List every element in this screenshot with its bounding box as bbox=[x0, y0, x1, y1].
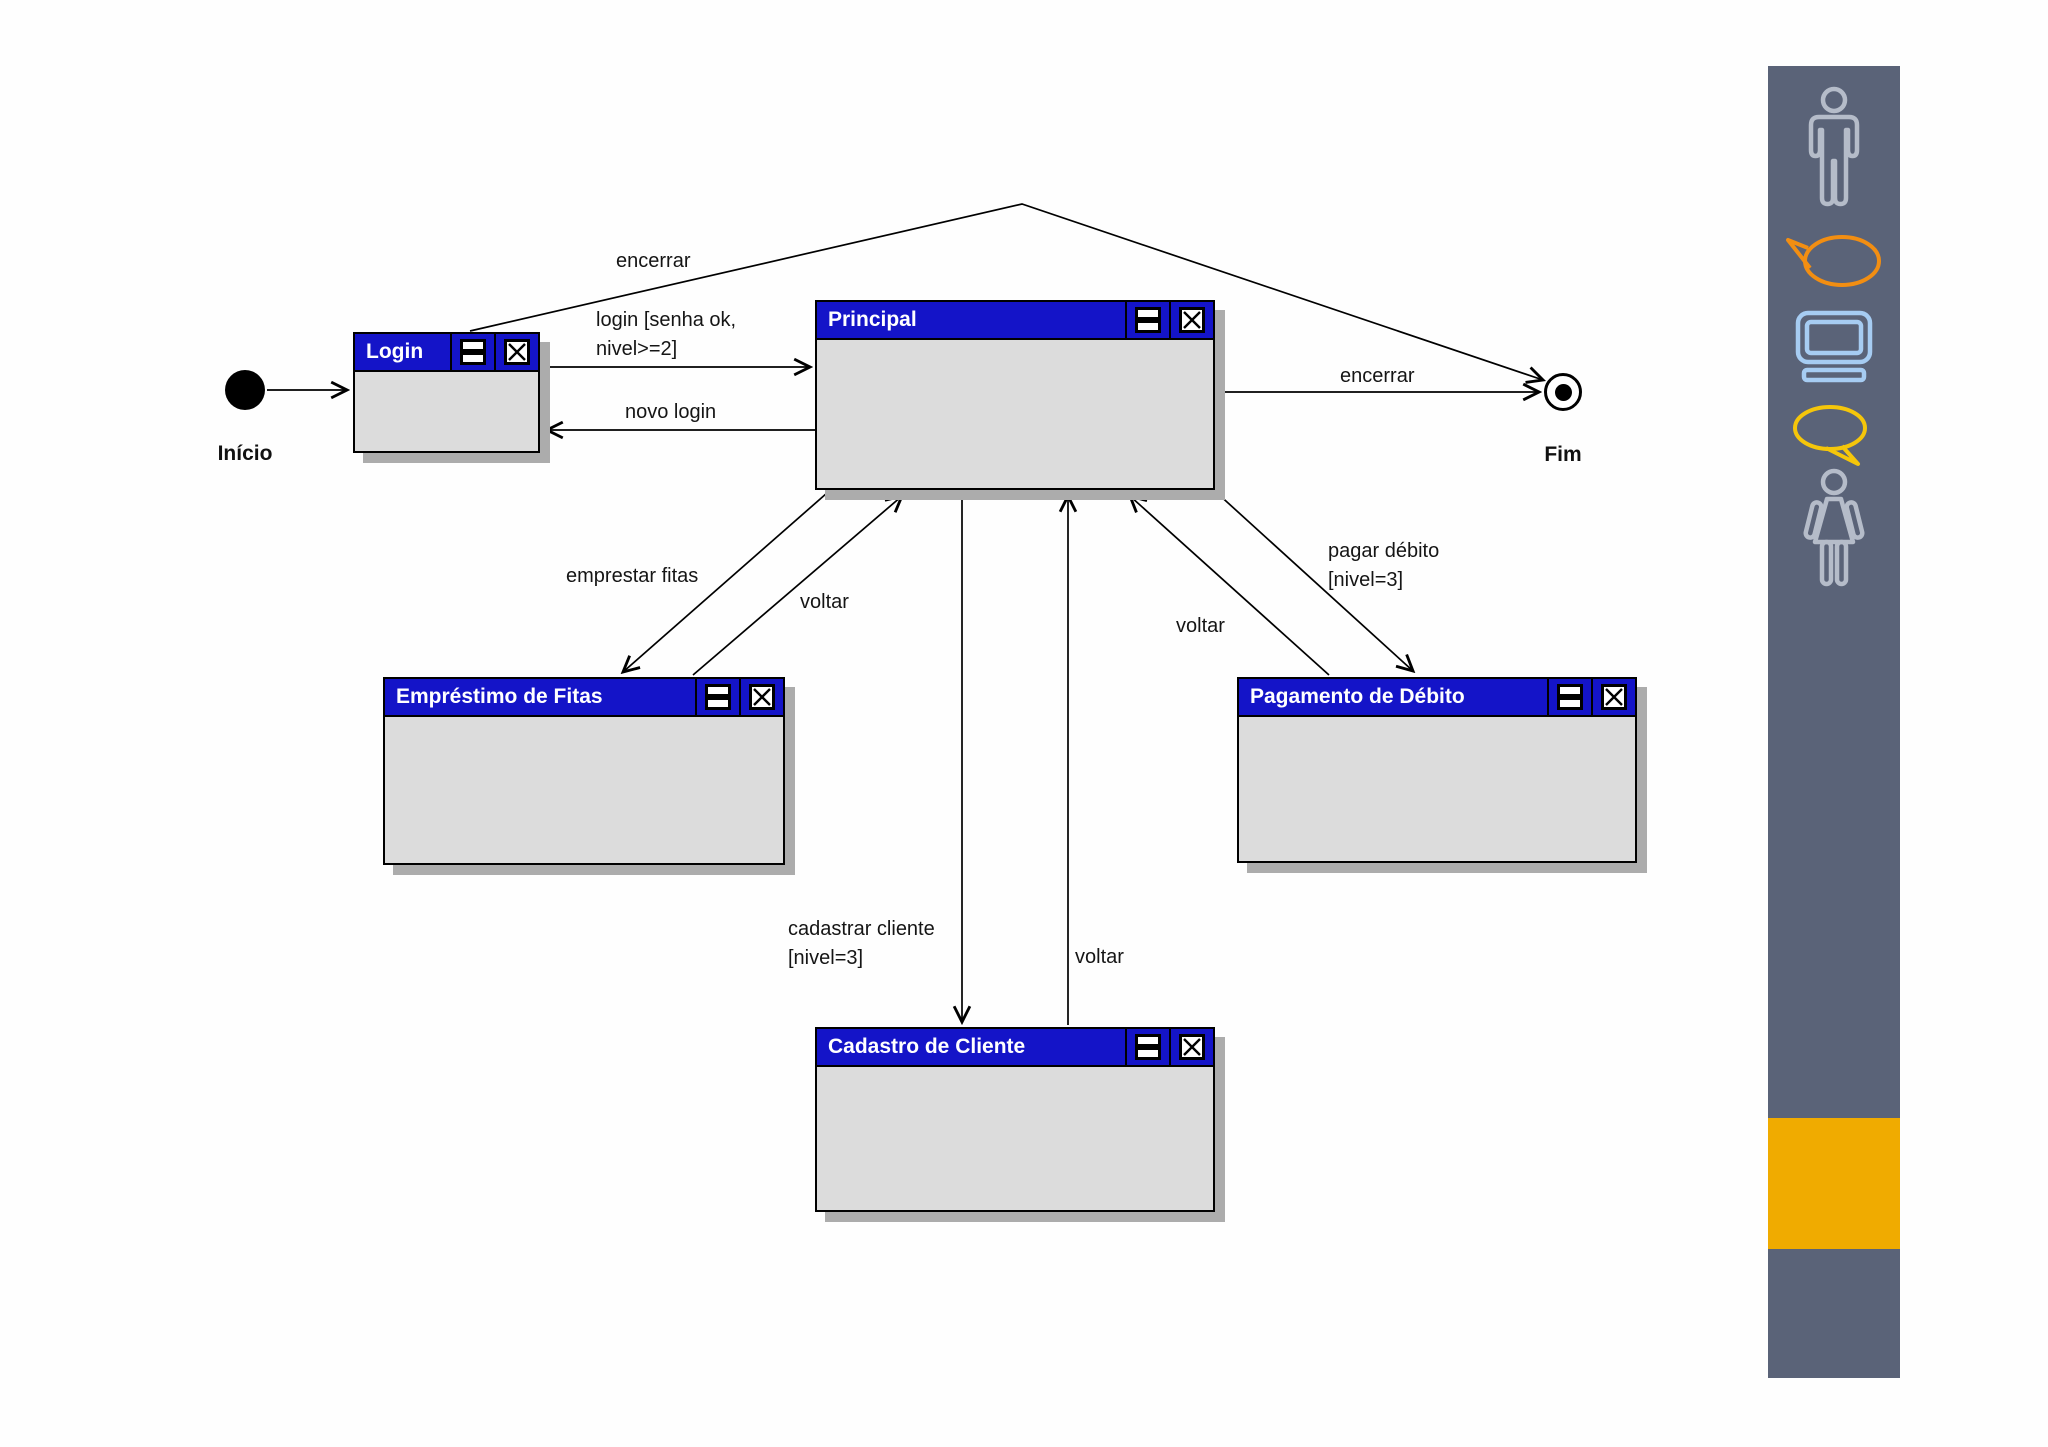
close-button[interactable] bbox=[1169, 1029, 1213, 1065]
resize-button[interactable] bbox=[695, 679, 739, 715]
window-title: Cadastro de Cliente bbox=[828, 1035, 1026, 1058]
window-pagamento-de-debito[interactable]: Pagamento de Débito bbox=[1237, 677, 1637, 863]
close-icon bbox=[1601, 684, 1627, 710]
final-state-label: Fim bbox=[1544, 443, 1582, 466]
resize-button[interactable] bbox=[1547, 679, 1591, 715]
transition-label-encerrar-principal: encerrar bbox=[1340, 365, 1415, 387]
transition-label-voltar-cadastro: voltar bbox=[1075, 946, 1124, 968]
window-title: Empréstimo de Fitas bbox=[396, 685, 603, 708]
window-titlebar[interactable]: Cadastro de Cliente bbox=[817, 1029, 1213, 1067]
close-icon bbox=[1179, 1034, 1205, 1060]
transition-label-novo-login: novo login bbox=[625, 401, 717, 423]
window-title: Pagamento de Débito bbox=[1250, 685, 1465, 708]
resize-icon bbox=[1557, 684, 1583, 710]
man-icon bbox=[1808, 86, 1860, 207]
sidebar-accent-block bbox=[1768, 1118, 1900, 1249]
close-button[interactable] bbox=[739, 679, 783, 715]
close-icon bbox=[504, 339, 530, 365]
initial-state-node[interactable] bbox=[225, 370, 265, 410]
transition-label-emprestar-fitas: emprestar fitas bbox=[566, 565, 699, 587]
window-title: Principal bbox=[828, 308, 917, 331]
resize-button[interactable] bbox=[450, 334, 494, 370]
window-titlebar[interactable]: Empréstimo de Fitas bbox=[385, 679, 783, 717]
initial-state-label: Início bbox=[217, 442, 273, 465]
window-cadastro-de-cliente[interactable]: Cadastro de Cliente bbox=[815, 1027, 1215, 1212]
final-state-node[interactable] bbox=[1544, 373, 1582, 411]
window-title: Login bbox=[366, 340, 424, 363]
close-icon bbox=[749, 684, 775, 710]
sidebar bbox=[1768, 66, 1900, 1378]
close-icon bbox=[1179, 307, 1205, 333]
window-titlebar[interactable]: Principal bbox=[817, 302, 1213, 340]
window-titlebar[interactable]: Pagamento de Débito bbox=[1239, 679, 1635, 717]
resize-icon bbox=[460, 339, 486, 365]
window-titlebar[interactable]: Login bbox=[355, 334, 538, 372]
window-principal[interactable]: Principal bbox=[815, 300, 1215, 490]
transition-label-voltar-emprestimo: voltar bbox=[800, 591, 849, 613]
resize-button[interactable] bbox=[1125, 1029, 1169, 1065]
transition-label-pagar-debito: pagar débito [nivel=3] bbox=[1328, 540, 1440, 591]
speech-bubble-yellow-icon bbox=[1793, 405, 1867, 466]
monitor-icon bbox=[1795, 310, 1873, 383]
resize-icon bbox=[1135, 307, 1161, 333]
window-emprestimo-de-fitas[interactable]: Empréstimo de Fitas bbox=[383, 677, 785, 865]
resize-icon bbox=[1135, 1034, 1161, 1060]
resize-button[interactable] bbox=[1125, 302, 1169, 338]
transition-label-voltar-pagamento: voltar bbox=[1176, 615, 1225, 637]
transition-label-cadastrar-cliente: cadastrar cliente [nivel=3] bbox=[788, 918, 935, 969]
close-button[interactable] bbox=[494, 334, 538, 370]
transition-label-encerrar-login: encerrar bbox=[616, 250, 691, 272]
resize-icon bbox=[705, 684, 731, 710]
woman-icon bbox=[1803, 468, 1865, 587]
window-login[interactable]: Login bbox=[353, 332, 540, 453]
transition-label-login: login [senha ok, nivel>=2] bbox=[596, 309, 737, 360]
close-button[interactable] bbox=[1169, 302, 1213, 338]
close-button[interactable] bbox=[1591, 679, 1635, 715]
speech-bubble-orange-icon bbox=[1786, 235, 1881, 287]
